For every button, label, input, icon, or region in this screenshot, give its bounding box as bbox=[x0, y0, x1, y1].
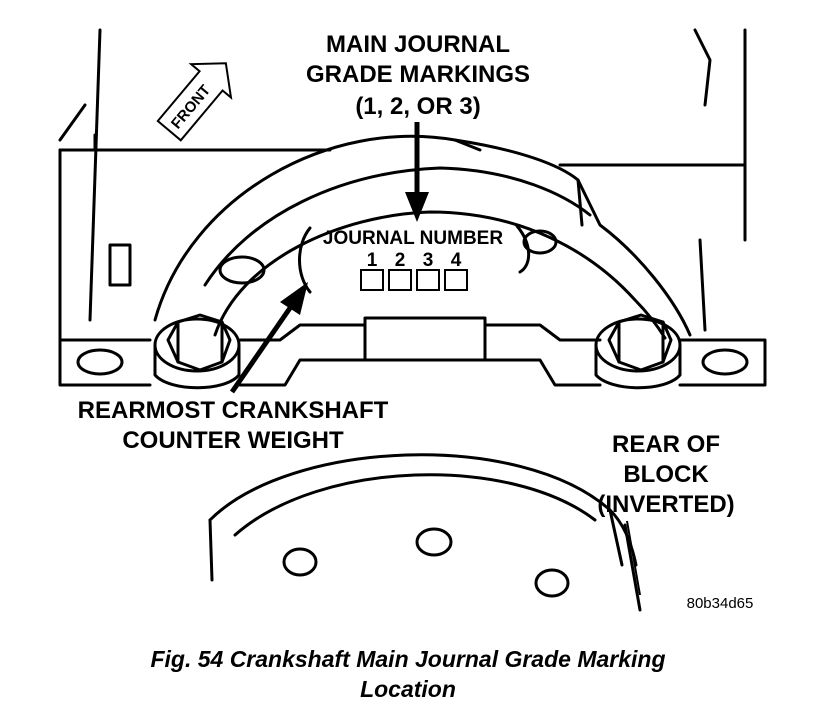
bolt-left bbox=[153, 313, 241, 390]
left-bracket bbox=[298, 226, 312, 294]
image-code: 80b34d65 bbox=[687, 595, 754, 612]
front-arrow: FRONT bbox=[156, 62, 233, 142]
journal-digit-1: 1 bbox=[367, 250, 378, 271]
bolt-right bbox=[594, 313, 682, 390]
rear-block-label-line2: BLOCK bbox=[623, 461, 709, 488]
bolt-hole bbox=[701, 348, 749, 376]
counterweight-arrow bbox=[229, 282, 308, 394]
grade-marking-arrow bbox=[405, 122, 429, 222]
bolt-hole bbox=[522, 229, 558, 255]
bolt-hole bbox=[76, 348, 124, 376]
rear-block-leader bbox=[626, 520, 641, 596]
block-rail bbox=[58, 316, 767, 387]
main-journal-label-line2: GRADE MARKINGS bbox=[306, 61, 530, 88]
journal-digit-2: 2 bbox=[395, 250, 406, 271]
engine-block bbox=[58, 28, 747, 342]
main-journal-label-line3: (1, 2, OR 3) bbox=[355, 93, 480, 120]
journal-number-label: JOURNAL NUMBER bbox=[323, 228, 503, 249]
bolt-hole bbox=[218, 255, 266, 285]
rear-block-label-line3: (INVERTED) bbox=[597, 491, 734, 518]
main-bearing-cap bbox=[153, 134, 692, 340]
rear-flange bbox=[208, 453, 642, 612]
figure-caption-line1: Fig. 54 Crankshaft Main Journal Grade Ma… bbox=[150, 646, 666, 672]
journal-digit-3: 3 bbox=[423, 250, 434, 271]
counterweight-label-line2: COUNTER WEIGHT bbox=[122, 427, 344, 454]
journal-digit-4: 4 bbox=[451, 250, 462, 271]
right-bracket bbox=[515, 224, 531, 274]
rear-block-label-line1: REAR OF bbox=[612, 431, 720, 458]
main-journal-label-line1: MAIN JOURNAL bbox=[326, 31, 510, 58]
journal-number-boxes bbox=[360, 269, 468, 291]
figure-caption-line2: Location bbox=[360, 676, 456, 702]
counterweight-label-line1: REARMOST CRANKSHAFT bbox=[78, 397, 389, 424]
